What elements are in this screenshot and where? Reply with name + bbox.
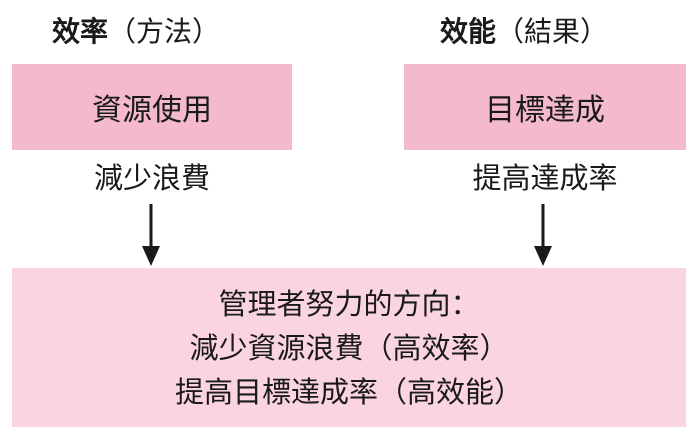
effectiveness-heading-sub: （結果） — [496, 15, 609, 48]
raise-achievement-caption: 提高達成率 — [472, 161, 618, 195]
effectiveness-heading: 效能（結果） — [440, 14, 608, 50]
effectiveness-heading-main: 效能 — [440, 15, 497, 48]
efficiency-heading-main: 效率 — [52, 15, 109, 48]
resource-use-box: 資源使用 — [12, 64, 292, 150]
reduce-resource-waste-line: 減少資源浪費（高效率） — [189, 330, 509, 365]
management-direction-title: 管理者努力的方向： — [218, 286, 480, 321]
efficiency-heading: 效率（方法） — [52, 14, 220, 50]
management-direction-box: 管理者努力的方向： 減少資源浪費（高效率） 提高目標達成率（高效能） — [12, 268, 686, 427]
left-down-arrow-icon — [142, 204, 160, 266]
efficiency-heading-sub: （方法） — [108, 15, 221, 48]
goal-achievement-label: 目標達成 — [485, 93, 605, 128]
resource-use-label: 資源使用 — [92, 93, 212, 128]
goal-achievement-box: 目標達成 — [404, 64, 686, 150]
raise-goal-achievement-line: 提高目標達成率（高效能） — [174, 374, 523, 409]
reduce-waste-caption: 減少浪費 — [93, 161, 210, 195]
right-down-arrow-icon — [534, 204, 552, 266]
